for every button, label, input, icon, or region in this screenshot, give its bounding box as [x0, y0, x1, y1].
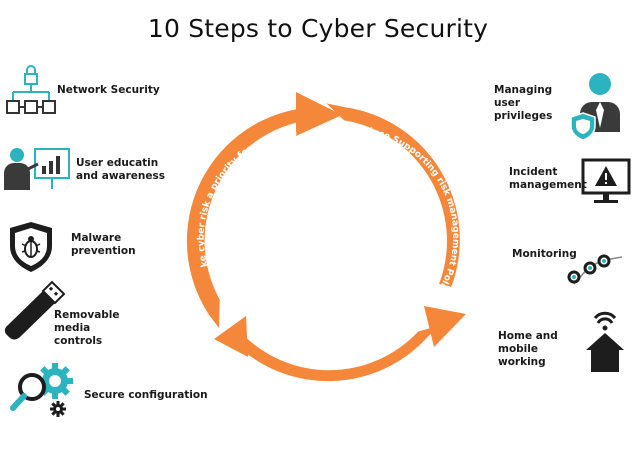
page-title: 10 Steps to Cyber Security — [147, 14, 489, 43]
label-home-mobile-working: Home and mobile working — [498, 330, 558, 368]
label-managing-user-privileges: Managing user privileges — [494, 84, 553, 122]
home-wifi-icon — [586, 311, 624, 372]
label-malware-prevention: Malware prevention — [71, 232, 136, 257]
arrowhead-top-right — [424, 306, 466, 347]
arc-arrow-bottom — [232, 325, 442, 382]
label-monitoring: Monitoring — [512, 248, 577, 260]
arrowhead-bottom — [214, 316, 248, 357]
label-secure-configuration: Secure configuration — [84, 389, 208, 401]
label-incident-management: Incident management — [509, 166, 587, 191]
arc-arrow-top-right — [326, 103, 460, 287]
arc-arrow-left — [186, 107, 312, 329]
network-lock-icon — [6, 65, 56, 114]
monitoring-nodes-icon — [567, 254, 623, 285]
cycle-arrows — [186, 92, 466, 382]
label-network-security: Network Security — [57, 84, 160, 96]
presenter-chart-icon — [4, 148, 70, 190]
arrowhead-left — [296, 92, 342, 136]
warning-monitor-icon — [581, 158, 631, 203]
usb-drive-icon — [4, 280, 66, 340]
bug-shield-icon — [10, 222, 52, 272]
user-shield-icon — [570, 73, 620, 141]
label-removable-media: Removable media controls — [54, 309, 120, 347]
label-user-education: User educatin and awareness — [76, 157, 165, 182]
magnifier-gear-icon — [10, 363, 73, 417]
